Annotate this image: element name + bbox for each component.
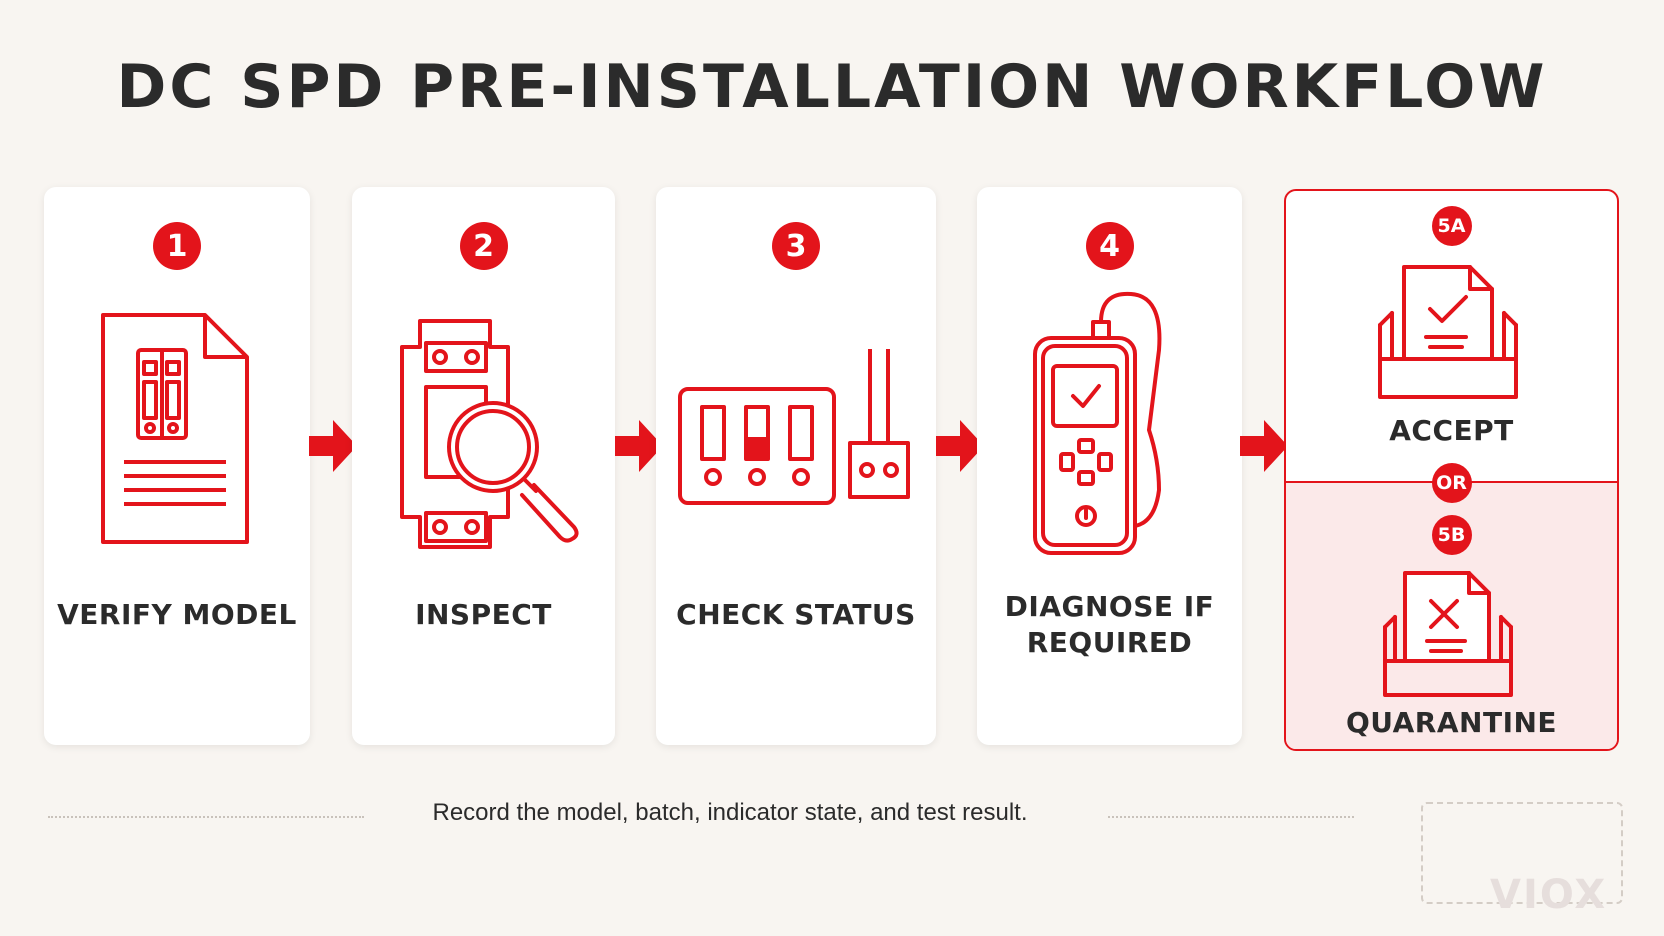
- arrow-right-icon: [309, 420, 357, 472]
- arrow-right-icon: [615, 420, 663, 472]
- step-label-diagnose-line1: DIAGNOSE IF: [1004, 590, 1215, 623]
- step-label-verify-model: VERIFY MODEL: [57, 598, 297, 631]
- status-indicator-icon: [678, 349, 910, 505]
- step-badge-2: 2: [459, 222, 508, 270]
- quarantine-section: 5B QUARANTINE: [1286, 481, 1617, 749]
- outcome-badge-5b: 5B: [1431, 515, 1472, 555]
- outcome-label-accept: ACCEPT: [1389, 414, 1514, 447]
- step-label-inspect: INSPECT: [415, 598, 552, 631]
- brand-logo: VIOX: [1490, 872, 1608, 918]
- step-card-verify-model: 1 VERIFY MODEL: [44, 187, 310, 745]
- outcome-label-quarantine: QUARANTINE: [1345, 706, 1558, 739]
- footer-divider-right: [1108, 816, 1354, 818]
- datasheet-document-icon: [101, 313, 249, 544]
- stamp-placeholder: [1421, 802, 1623, 904]
- tester-device-icon: [1033, 291, 1162, 555]
- accept-document-tray-icon: [1378, 265, 1518, 399]
- footer-note: Record the model, batch, indicator state…: [432, 799, 1028, 826]
- arrow-right-icon: [936, 420, 984, 472]
- page-title: DC SPD PRE-INSTALLATION WORKFLOW: [116, 52, 1548, 122]
- step-badge-4: 4: [1085, 222, 1134, 270]
- outcome-badge-5a: 5A: [1431, 206, 1472, 246]
- or-badge: OR: [1431, 463, 1472, 503]
- step-card-check-status: 3 CHECK STATUS: [656, 187, 936, 745]
- breaker-magnifier-icon: [400, 319, 579, 549]
- step-label-check-status: CHECK STATUS: [676, 598, 916, 631]
- footer-divider-left: [48, 816, 364, 818]
- step-label-diagnose-line2: REQUIRED: [1026, 626, 1193, 659]
- step-badge-1: 1: [153, 222, 201, 270]
- arrow-right-icon: [1240, 420, 1288, 472]
- step-badge-3: 3: [772, 222, 820, 270]
- outcome-card: 5A ACCEPT 5B: [1284, 189, 1619, 751]
- step-card-diagnose: 4 DIAGNOSE IF REQUIRED: [977, 187, 1242, 745]
- step-card-inspect: 2 INSPECT: [352, 187, 615, 745]
- quarantine-document-tray-icon: [1383, 571, 1513, 697]
